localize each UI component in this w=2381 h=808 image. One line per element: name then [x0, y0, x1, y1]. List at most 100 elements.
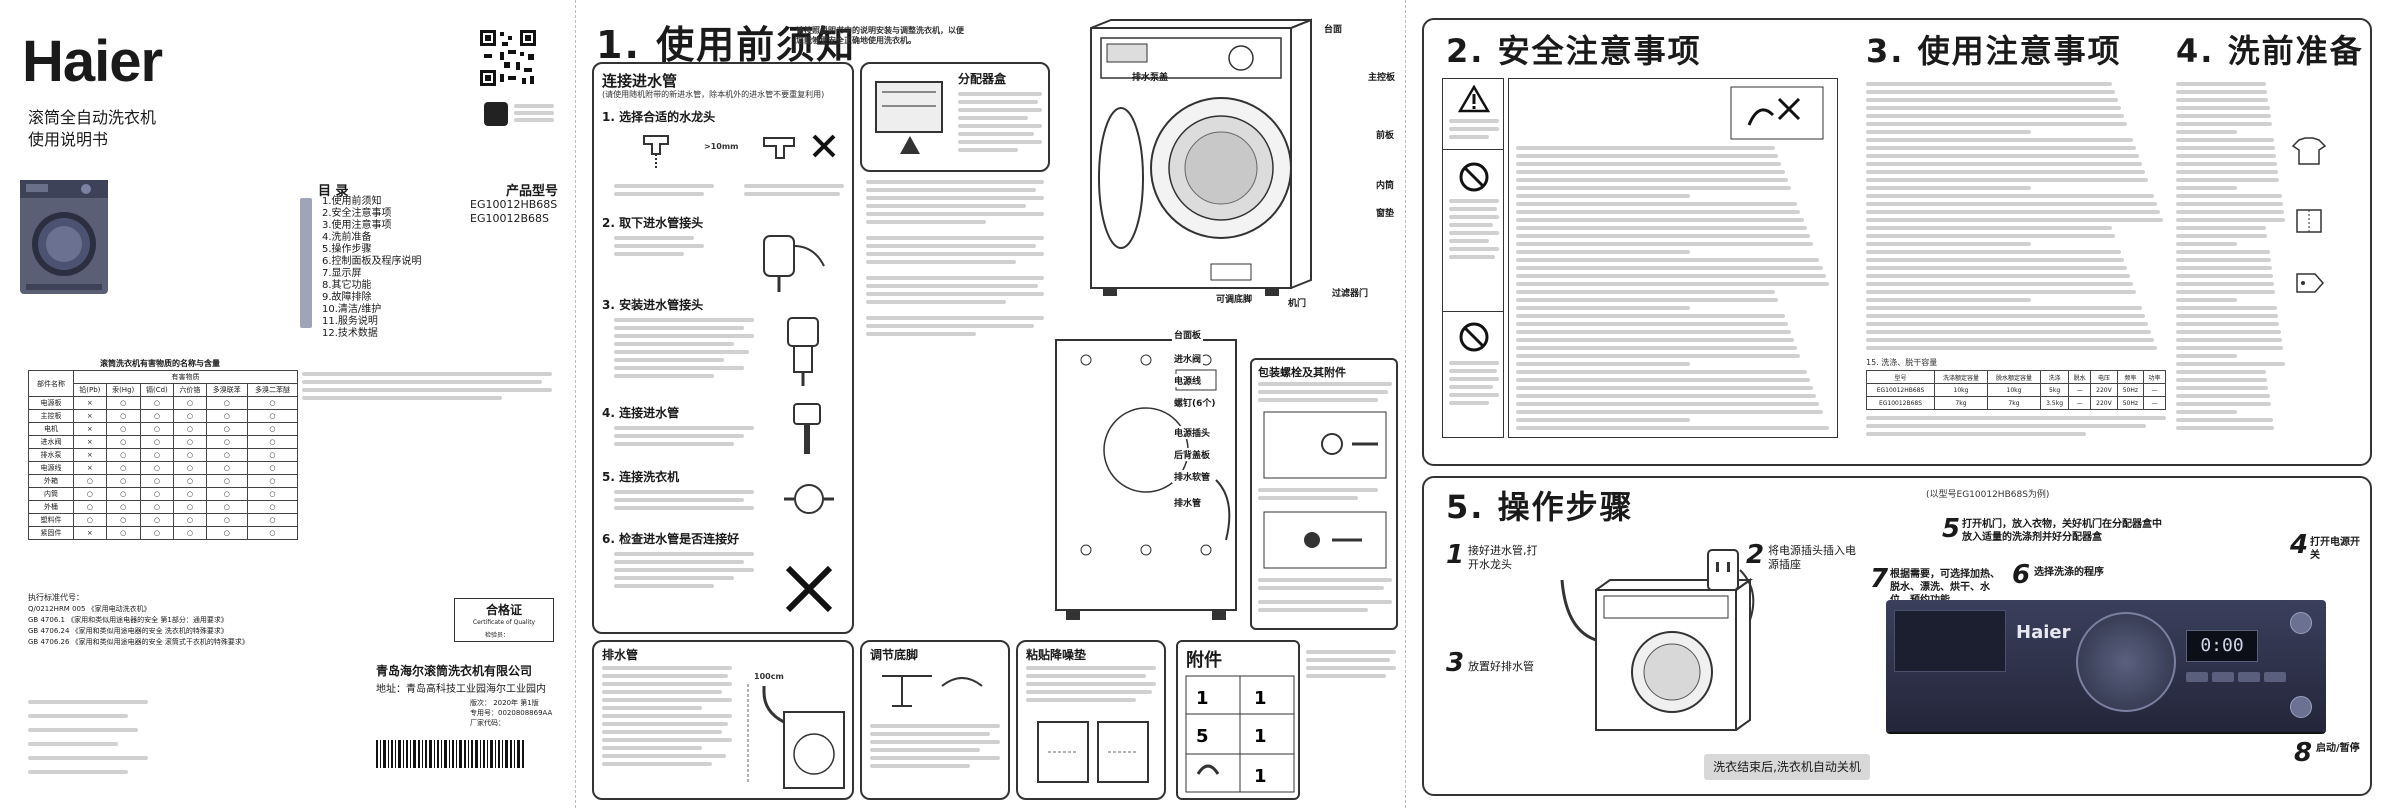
part-label: 后背盖板	[1172, 448, 1213, 461]
panel-brand: Haier	[2016, 622, 2071, 643]
toc-tab	[300, 198, 312, 328]
step6-badge: 6	[2012, 560, 2031, 590]
part-label: 排水软管	[1172, 470, 1213, 483]
joint-remove-icon	[763, 235, 825, 292]
model-2: EG10012B68S	[470, 212, 549, 225]
film-diagram	[1037, 721, 1149, 783]
section5-frame	[1422, 476, 2372, 796]
section1-panel: 1. 使用前须知 请按照说明书中的说明安装与调整洗衣机，以便您能够更安全正确地使…	[575, 0, 1405, 808]
svg-text:1: 1	[1254, 726, 1267, 747]
power-button[interactable]	[2290, 612, 2312, 634]
connect-title: 连接进水管	[602, 72, 678, 90]
app-badge	[484, 102, 508, 126]
start-pause-button[interactable]	[2290, 696, 2312, 718]
adjust-box: 调节底脚	[860, 640, 1010, 800]
step-2: 2. 取下进水管接头	[602, 216, 704, 230]
tap-icon	[643, 135, 669, 168]
part-label: 窗垫	[1376, 209, 1395, 219]
step-4: 4. 连接进水管	[602, 406, 680, 420]
toc-item: 4.洗前准备	[322, 232, 372, 243]
tap-wrong-icon	[763, 134, 836, 159]
program-knob[interactable]	[2076, 612, 2176, 712]
toc-item: 6.控制面板及程序说明	[322, 256, 422, 267]
standards-title: 执行标准代号：	[28, 593, 84, 602]
step4-text: 打开电源开关	[2310, 537, 2360, 561]
toc-item: 7.显示屏	[322, 268, 362, 279]
detergent-title: 分配器盒	[958, 72, 1007, 86]
toc-item: 5.操作步骤	[322, 244, 372, 255]
hazard-table: 部件名称有害物质 铅(Pb)汞(Hg)镉(Cd)六价铬多溴联苯多溴二苯醚 电源板…	[28, 370, 299, 540]
svg-text:1: 1	[1196, 688, 1209, 709]
toc-item: 1.使用前须知	[322, 196, 382, 207]
part-label: 主控板	[1368, 73, 1396, 83]
accessory-title: 附件	[1186, 650, 1222, 671]
panel-display: 0:00	[2186, 630, 2258, 662]
hazard-table-title: 滚筒洗衣机有害物质的名称与含量	[100, 359, 220, 368]
drain-height: 100cm	[754, 672, 784, 681]
section5-title: 5. 操作步骤	[1446, 488, 1634, 526]
valve-connect-icon	[784, 484, 834, 514]
control-panel: Haier 0:00	[1886, 600, 2326, 732]
qr-code-icon	[478, 28, 538, 88]
adjust-title: 调节底脚	[870, 648, 919, 662]
tap-dim: >10mm	[704, 142, 739, 151]
bolt-cap-icon	[1263, 511, 1387, 569]
svg-text:5: 5	[1196, 726, 1209, 747]
zip-icon	[2296, 209, 2322, 233]
pack-box: 包装螺栓及其附件	[1250, 358, 1398, 630]
section3-title: 3. 使用注意事项	[1866, 32, 2122, 70]
safety-text-col	[1508, 78, 1838, 438]
step8-badge: 8	[2294, 738, 2313, 768]
part-label: 内筒	[1376, 181, 1395, 191]
product-name: 滚筒全自动洗衣机	[28, 108, 157, 127]
step1-text: 接好进水管,打开水龙头	[1468, 544, 1538, 571]
drain-title: 排水管	[602, 648, 639, 662]
section2-title: 2. 安全注意事项	[1446, 32, 1702, 70]
function-buttons[interactable]	[2186, 672, 2306, 686]
step-5: 5. 连接洗衣机	[602, 470, 680, 484]
section4-title: 4. 洗前准备	[2176, 32, 2364, 70]
toc-item: 10.清洁/维护	[322, 304, 382, 315]
top-frame	[1422, 18, 2372, 466]
company-address: 地址：青岛高科技工业园海尔工业园内	[376, 684, 546, 695]
socket-icon	[1707, 549, 1739, 591]
warning-triangle-icon	[1458, 85, 1490, 113]
standard-item: Q/0212HRM 005 《家用电动洗衣机》	[28, 605, 151, 613]
part-label: 过滤器门	[1332, 289, 1369, 299]
detergent-notes	[866, 180, 1046, 360]
washer-operate-diagram	[1560, 569, 1755, 731]
toc-item: 11.服务说明	[322, 316, 378, 327]
panel-drawer	[1894, 610, 2006, 672]
prohibit-icon	[1459, 162, 1489, 192]
cert-title: 合格证	[485, 603, 522, 617]
joint-install-icon	[787, 317, 819, 386]
cert-inspector: 检验员：	[485, 632, 510, 639]
standards-list: Q/0212HRM 005 《家用电动洗衣机》GB 4706.1 《家用和类似用…	[28, 604, 249, 648]
section5-model-note: (以型号EG10012HB68S为例)	[1926, 490, 2050, 500]
toc-item: 12.技术数据	[322, 328, 378, 339]
detergent-box: 分配器盒	[860, 62, 1050, 172]
film-box: 粘贴降噪垫	[1016, 640, 1166, 800]
part-label: 可调底脚	[1216, 295, 1253, 305]
model-label: 产品型号	[506, 184, 559, 199]
part-label: 螺钉(6个)	[1172, 396, 1218, 409]
part-label: 排水管	[1172, 496, 1204, 509]
toc-item: 8.其它功能	[322, 280, 372, 291]
step6-text: 选择洗涤的程序	[2034, 567, 2104, 578]
part-label: 台面	[1324, 25, 1343, 35]
drain-box: 排水管 100cm	[592, 640, 854, 800]
film-title: 粘贴降噪垫	[1026, 648, 1087, 662]
svg-text:1: 1	[1254, 766, 1267, 787]
step3-text: 放置好排水管	[1468, 660, 1534, 673]
leak-prohibit-icon	[785, 565, 833, 613]
toc-item: 2.安全注意事项	[322, 208, 392, 219]
certificate-box: 合格证 Certificate of Quality 检验员：	[454, 598, 554, 642]
part-label: 机门	[1288, 299, 1307, 309]
finish-banner: 洗衣结束后,洗衣机自动关机	[1704, 754, 1870, 780]
washer-front-diagram	[1090, 18, 1312, 296]
adjust-foot-icon	[882, 675, 983, 707]
drain-diagram	[747, 684, 845, 789]
step5-text: 打开机门，放入衣物，关好机门在分配器盒中放入适量的洗涤剂并好分配器盒	[1962, 519, 2162, 543]
